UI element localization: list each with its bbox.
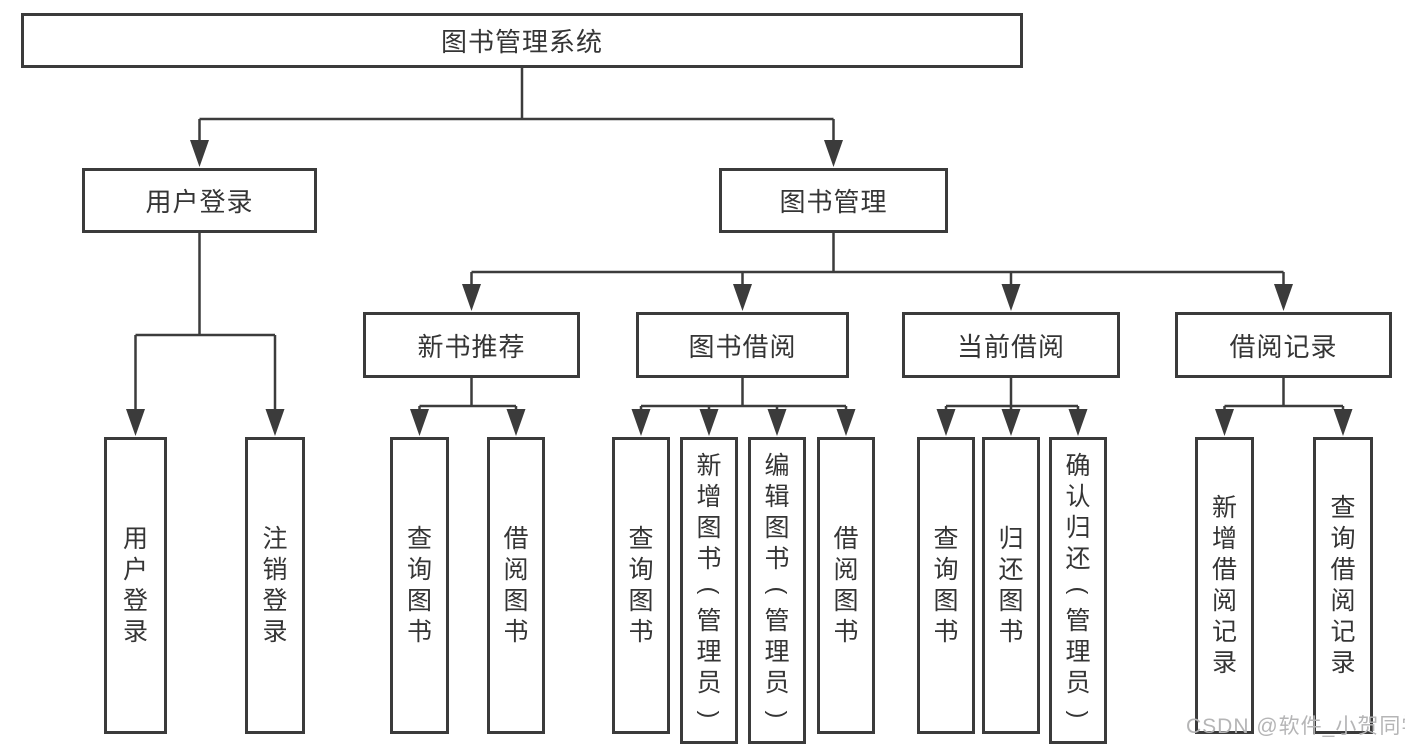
leaf-query-books-current: 查询图书 [917,437,975,734]
leaf-user-login: 用户登录 [104,437,167,734]
leaf-logout: 注销登录 [245,437,305,734]
leaf-query-books-borrow: 查询图书 [612,437,670,734]
watermark-text: CSDN @软件_小贺同学 [1186,715,1405,738]
leaf-borrow-books-recommend: 借阅图书 [487,437,545,734]
leaf-confirm-return-admin: 确认归还(管理员) [1049,437,1107,744]
leaf-return-books: 归还图书 [982,437,1040,734]
node-borrowing-records: 借阅记录 [1175,312,1392,378]
node-book-borrowing: 图书借阅 [636,312,849,378]
leaf-add-books-admin: 新增图书(管理员) [680,437,738,744]
node-library-management-system: 图书管理系统 [21,13,1023,68]
arrowheads [126,140,1353,436]
node-current-borrowing: 当前借阅 [902,312,1120,378]
node-new-book-recommendation: 新书推荐 [363,312,580,378]
leaf-query-books-recommend: 查询图书 [390,437,449,734]
node-user-login: 用户登录 [82,168,317,233]
leaf-borrow-books: 借阅图书 [817,437,875,734]
leaf-edit-books-admin: 编辑图书(管理员) [748,437,806,744]
node-book-management: 图书管理 [719,168,948,233]
leaf-query-borrow-record: 查询借阅记录 [1313,437,1373,734]
leaf-add-borrow-record: 新增借阅记录 [1195,437,1254,734]
